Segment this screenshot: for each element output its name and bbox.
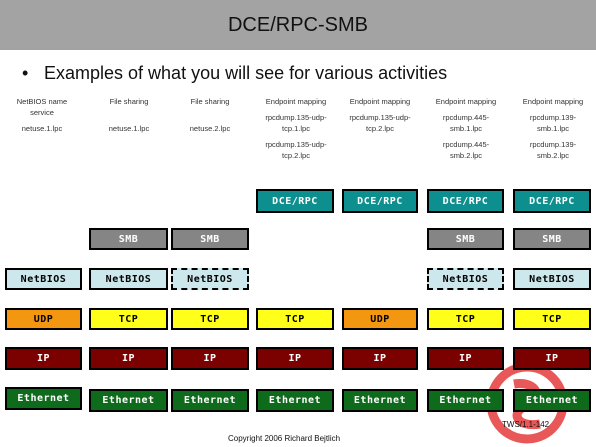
layer-label: IP bbox=[288, 353, 302, 364]
layer-tcp: TCP bbox=[256, 308, 334, 330]
column-file: rpcdump.139-smb.2.lpc bbox=[529, 140, 577, 160]
layer-label: SMB bbox=[200, 233, 220, 245]
column-title: Endpoint mapping bbox=[349, 97, 411, 106]
copyright-text: Copyright 2006 Richard Bejtlich bbox=[228, 434, 341, 443]
column-file: rpcdump.135-udp-tcp.2.lpc bbox=[265, 140, 327, 160]
layer-ethernet: Ethernet bbox=[89, 389, 168, 412]
layer-dce-rpc: DCE/RPC bbox=[427, 189, 504, 213]
layer-label: NetBIOS bbox=[105, 273, 152, 285]
column-header-5: Endpoint mapping rpcdump.135-udp-tcp.2.l… bbox=[342, 96, 418, 139]
column-file: rpcdump.135-udp-tcp.1.lpc bbox=[265, 113, 327, 133]
layer-ip: IP bbox=[342, 347, 418, 370]
layer-label: TCP bbox=[200, 313, 220, 325]
column-header-6: Endpoint mapping rpcdump.445-smb.1.lpc r… bbox=[428, 96, 504, 166]
layer-label: TCP bbox=[542, 313, 562, 325]
layer-ip: IP bbox=[171, 347, 249, 370]
layer-netbios-dashed: NetBIOS bbox=[171, 268, 249, 290]
layer-label: IP bbox=[121, 353, 136, 364]
layer-label: Ethernet bbox=[353, 395, 407, 406]
layer-ethernet: Ethernet bbox=[256, 389, 334, 412]
layer-smb: SMB bbox=[89, 228, 168, 250]
layer-ethernet: Ethernet bbox=[5, 387, 82, 410]
column-title: Endpoint mapping bbox=[435, 97, 497, 106]
layer-ip: IP bbox=[513, 347, 591, 370]
layer-label: TCP bbox=[455, 313, 476, 325]
slide-number: TWS/1.1-142 bbox=[502, 420, 550, 429]
bullet-point: • Examples of what you will see for vario… bbox=[22, 63, 447, 84]
layer-label: SMB bbox=[455, 233, 476, 245]
layer-label: Ethernet bbox=[183, 395, 237, 406]
layer-label: Ethernet bbox=[439, 395, 492, 406]
column-file: netuse.1.lpc bbox=[21, 124, 63, 133]
layer-netbios: NetBIOS bbox=[89, 268, 168, 290]
layer-ethernet: Ethernet bbox=[171, 389, 249, 412]
column-file: netuse.1.lpc bbox=[108, 124, 150, 133]
layer-ethernet: Ethernet bbox=[427, 389, 504, 412]
layer-udp: UDP bbox=[342, 308, 418, 330]
layer-dce-rpc: DCE/RPC bbox=[342, 189, 418, 213]
layer-label: IP bbox=[203, 353, 217, 364]
layer-label: Ethernet bbox=[102, 395, 155, 406]
layer-label: IP bbox=[36, 353, 51, 364]
layer-label: IP bbox=[373, 353, 387, 364]
layer-label: Ethernet bbox=[17, 393, 70, 404]
layer-label: NetBIOS bbox=[187, 273, 233, 285]
layer-label: SMB bbox=[118, 233, 139, 245]
layer-ip: IP bbox=[427, 347, 504, 370]
layer-label: NetBIOS bbox=[529, 273, 575, 285]
layer-tcp: TCP bbox=[427, 308, 504, 330]
column-file: rpcdump.445-smb.1.lpc bbox=[442, 113, 490, 133]
layer-ethernet: Ethernet bbox=[342, 389, 418, 412]
layer-ethernet: Ethernet bbox=[513, 389, 591, 412]
layer-netbios-dashed: NetBIOS bbox=[427, 268, 504, 290]
column-title: File sharing bbox=[190, 97, 230, 106]
slide-title-bar: DCE/RPC-SMB bbox=[0, 0, 596, 50]
layer-ip: IP bbox=[89, 347, 168, 370]
layer-ip: IP bbox=[5, 347, 82, 370]
layer-label: TCP bbox=[118, 313, 139, 325]
layer-label: DCE/RPC bbox=[442, 195, 489, 207]
bullet-text: Examples of what you will see for variou… bbox=[44, 63, 448, 83]
layer-smb: SMB bbox=[171, 228, 249, 250]
layer-tcp: TCP bbox=[171, 308, 249, 330]
column-file: rpcdump.135-udp-tcp.2.lpc bbox=[349, 113, 411, 133]
column-file: rpcdump.445-smb.2.lpc bbox=[442, 140, 490, 160]
layer-smb: SMB bbox=[513, 228, 591, 250]
layer-label: Ethernet bbox=[525, 395, 579, 406]
layer-dce-rpc: DCE/RPC bbox=[513, 189, 591, 213]
layer-label: IP bbox=[545, 353, 559, 364]
column-header-2: File sharing netuse.1.lpc bbox=[90, 96, 168, 139]
layer-label: NetBIOS bbox=[442, 273, 489, 285]
layer-dce-rpc: DCE/RPC bbox=[256, 189, 334, 213]
layer-netbios: NetBIOS bbox=[5, 268, 82, 290]
layer-tcp: TCP bbox=[89, 308, 168, 330]
layer-udp: UDP bbox=[5, 308, 82, 330]
layer-label: TCP bbox=[285, 313, 305, 325]
layer-label: DCE/RPC bbox=[272, 195, 318, 207]
column-title: NetBIOS name service bbox=[16, 97, 68, 117]
layer-label: Ethernet bbox=[268, 395, 322, 406]
layer-label: UDP bbox=[33, 313, 54, 325]
layer-label: IP bbox=[458, 353, 473, 364]
column-header-4: Endpoint mapping rpcdump.135-udp-tcp.1.l… bbox=[258, 96, 334, 166]
layer-tcp: TCP bbox=[513, 308, 591, 330]
layer-ip: IP bbox=[256, 347, 334, 370]
layer-label: UDP bbox=[370, 313, 390, 325]
slide-title: DCE/RPC-SMB bbox=[227, 13, 368, 36]
layer-label: SMB bbox=[542, 233, 562, 245]
layer-netbios: NetBIOS bbox=[513, 268, 591, 290]
column-header-3: File sharing netuse.2.lpc bbox=[171, 96, 249, 139]
column-header-1: NetBIOS name service netuse.1.lpc bbox=[6, 96, 78, 139]
column-title: Endpoint mapping bbox=[522, 97, 584, 106]
column-file: netuse.2.lpc bbox=[189, 124, 231, 133]
layer-label: DCE/RPC bbox=[529, 195, 575, 207]
layer-label: DCE/RPC bbox=[357, 195, 403, 207]
column-title: File sharing bbox=[109, 97, 149, 106]
column-title: Endpoint mapping bbox=[265, 97, 327, 106]
layer-label: NetBIOS bbox=[20, 273, 67, 285]
bullet-dot-icon: • bbox=[22, 63, 29, 83]
column-header-7: Endpoint mapping rpcdump.139-smb.1.lpc r… bbox=[514, 96, 592, 166]
column-file: rpcdump.139-smb.1.lpc bbox=[529, 113, 577, 133]
layer-smb: SMB bbox=[427, 228, 504, 250]
